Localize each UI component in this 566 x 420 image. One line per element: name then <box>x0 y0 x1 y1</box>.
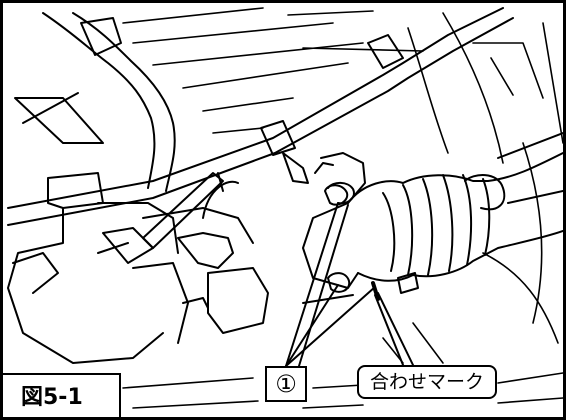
figure-label-box <box>3 373 121 417</box>
callout-box <box>265 366 307 402</box>
alignment-mark <box>371 281 380 301</box>
floor-lines <box>122 322 563 409</box>
callout-number: ① <box>275 370 297 398</box>
figure-label: 図5-1 <box>21 385 83 410</box>
body-panel-lines <box>122 7 563 344</box>
callout-leader-lines <box>285 202 376 367</box>
bracket-strap <box>97 172 224 254</box>
flange-bolts <box>302 184 419 304</box>
mark-leader-line <box>374 292 414 366</box>
mechanical-drawing <box>7 7 563 409</box>
alignment-mark-label-box <box>357 365 497 399</box>
drive-shaft-boot <box>302 132 563 289</box>
diagonal-rod <box>7 7 514 226</box>
bent-pipe <box>14 12 176 192</box>
alignment-mark-label: 合わせマーク <box>369 371 484 393</box>
